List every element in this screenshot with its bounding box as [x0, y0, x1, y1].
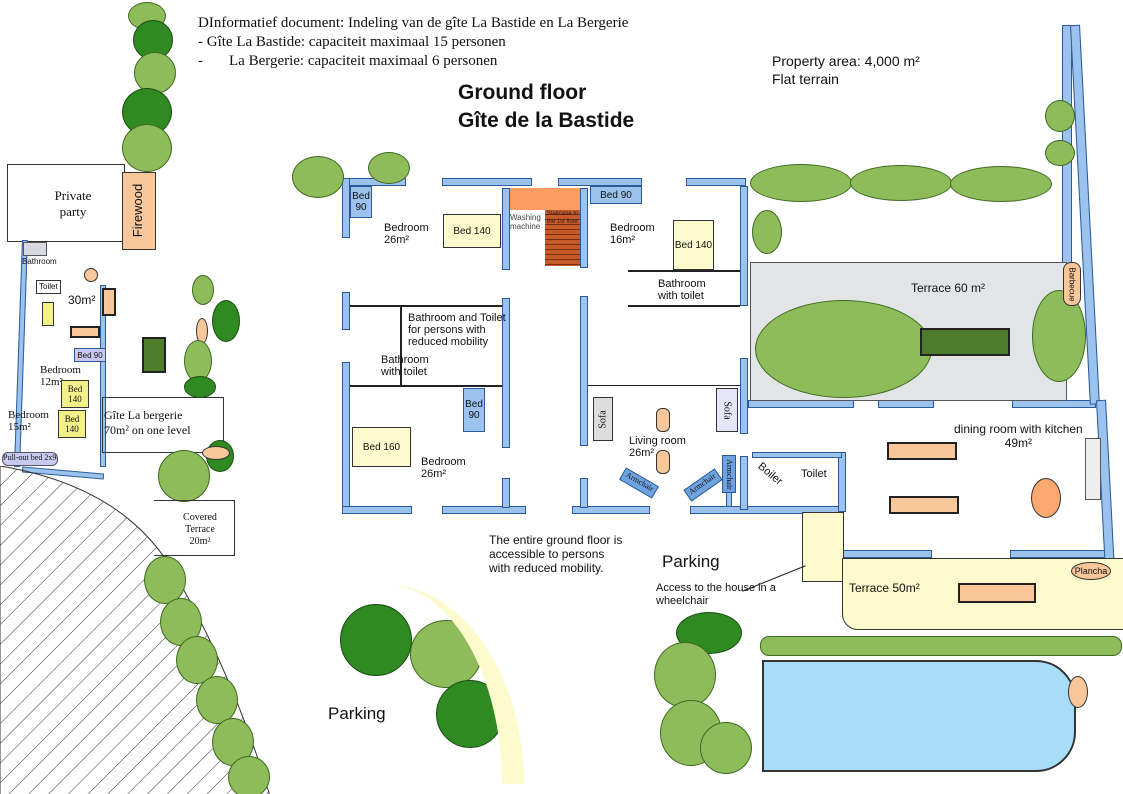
bed-140: Bed 140	[443, 214, 501, 248]
living-room-name: Living room	[629, 435, 686, 447]
washing-machine-area	[510, 188, 580, 210]
header-text: DInformatief document: Indeling van de g…	[198, 14, 628, 71]
header-line-1: DInformatief document: Indeling van de g…	[198, 15, 629, 31]
terrace-50-label: Terrace 50m²	[849, 581, 920, 595]
swimming-pool	[762, 660, 1076, 772]
bathroom-w-label: Bathroom with toilet	[381, 354, 429, 378]
bed-140: Bed 140	[61, 380, 89, 408]
armchair: Armchair	[724, 458, 734, 490]
property-info: Property area: 4,000 m² Flat terrain	[772, 52, 920, 88]
staircase[interactable]: Staircase to the 1st floor	[545, 210, 580, 266]
driveway	[384, 584, 524, 784]
bedroom-label: Bedroom	[610, 222, 655, 234]
bedroom-area: 16m²	[610, 234, 636, 246]
terrain: Flat terrain	[772, 71, 839, 87]
page-title: Ground floor Gîte de la Bastide	[458, 79, 634, 135]
gite-bergerie-box	[102, 397, 224, 453]
hatched-area	[0, 466, 270, 794]
bed-90: Bed 90	[463, 388, 485, 432]
accessibility-note: The entire ground floor is accessible to…	[489, 533, 623, 575]
bed-160: Bed 160	[352, 427, 411, 467]
accessible-bathroom-label: Bathroom and Toilet for persons with red…	[408, 312, 506, 348]
bed-90: Bed 90	[74, 348, 106, 362]
toilet-label: Toilet	[36, 280, 61, 294]
bed-140: Bed 140	[58, 410, 86, 438]
bed-90: Bed 90	[590, 186, 642, 204]
parking-label: Parking	[662, 552, 720, 571]
tree-icon	[134, 52, 176, 94]
living-area-label: 30m²	[68, 293, 96, 307]
tree-icon	[755, 300, 932, 398]
dining-room-name: dining room with kitchen	[954, 422, 1083, 436]
bedroom-area: 26m²	[384, 234, 410, 246]
bedroom-label: Bedroom	[421, 456, 466, 468]
bedroom-label: Bedroom	[8, 409, 49, 421]
wheelchair-ramp	[802, 512, 844, 582]
bedroom-area: 15m²	[8, 421, 31, 433]
covered-terrace	[154, 500, 235, 556]
sofa: Sofa	[721, 400, 733, 420]
bathroom-label: Bathroom	[22, 257, 57, 266]
property-area: Property area: 4,000 m²	[772, 53, 920, 69]
header-line-2: - Gîte La Bastide: capaciteit maximaal 1…	[198, 34, 506, 50]
bedroom-label: Bedroom	[40, 364, 81, 376]
armchair: Armchair	[619, 467, 659, 499]
private-party-label: Private party	[54, 188, 92, 219]
kitchen-counter	[1085, 438, 1101, 500]
tree-icon	[158, 450, 210, 502]
barbecue: Barbecue	[1067, 266, 1077, 302]
boiler-label: Boiler	[755, 460, 785, 488]
firewood-storage	[122, 172, 156, 250]
plancha: Plancha	[1071, 562, 1111, 580]
toilet-label: Toilet	[801, 468, 827, 480]
armchair: Armchair	[683, 468, 723, 502]
title-gite-bastide: Gîte de la Bastide	[458, 109, 635, 132]
title-ground-floor: Ground floor	[458, 81, 587, 104]
header-line-3: La Bergerie: capaciteit maximaal 6 perso…	[229, 53, 498, 69]
tree-icon	[122, 124, 172, 172]
covered-terrace-name: Covered Terrace	[183, 512, 217, 535]
wheelchair-access-note: Access to the house in a wheelchair	[656, 582, 776, 607]
firewood-label: Firewood	[130, 183, 146, 237]
bed-90: Bed 90	[350, 186, 372, 218]
bedroom-label: Bedroom	[384, 222, 429, 234]
gite-area: 70m² on one level	[104, 423, 191, 437]
wall	[100, 285, 106, 467]
terrace-60-label: Terrace 60 m²	[911, 281, 986, 295]
sofa: Sofa	[597, 409, 609, 429]
washing-machine-label: Washing machine	[510, 213, 541, 231]
gite-name: Gîte La bergerie	[104, 408, 183, 422]
garden-table	[142, 337, 166, 373]
bedroom-area: 12m²	[40, 376, 63, 388]
terrace-table	[920, 328, 1010, 356]
covered-terrace-area: 20m²	[189, 536, 211, 547]
parking-label-2: Parking	[328, 704, 386, 723]
bedroom-area: 26m²	[421, 468, 447, 480]
pullout-bed: Pull-out bed 2x90	[2, 452, 58, 466]
bed-140: Bed 140	[673, 220, 714, 270]
bathroom-ne-label: Bathroom with toilet	[658, 278, 706, 302]
dining-room-area: 49m²	[1004, 436, 1033, 450]
header-dash: -	[198, 53, 203, 69]
living-room-area: 26m²	[629, 447, 655, 459]
